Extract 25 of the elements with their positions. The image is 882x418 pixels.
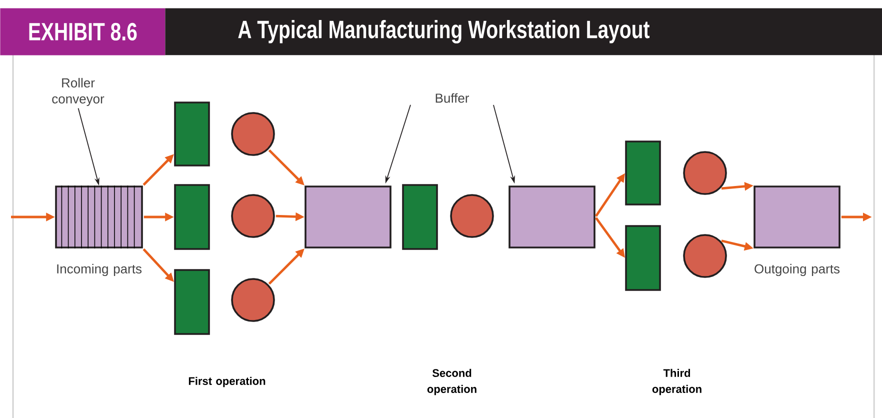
machine-bar: [174, 102, 210, 166]
machine-bar: [174, 184, 210, 250]
worker-circle: [231, 112, 275, 156]
machine-bar: [402, 184, 438, 250]
worker-circle: [683, 234, 727, 278]
worker-circle: [231, 278, 275, 322]
part-label: Incoming parts: [57, 264, 142, 276]
operation-label: Second operation: [427, 368, 476, 396]
operation-label: Third operation: [652, 368, 702, 396]
title-bar: A Typical Manufacturing Workstation Layout: [165, 8, 882, 56]
buffer-box: [304, 186, 392, 248]
machine-bar: [174, 269, 210, 335]
buffer-box: [754, 186, 840, 248]
exhibit-tag: EXHIBIT 8.6: [0, 8, 166, 56]
machine-bar: [625, 140, 661, 206]
roller-conveyor: [55, 185, 143, 249]
machine-bar: [625, 225, 661, 291]
callout-text: Buffer: [436, 93, 470, 103]
buffer-box: [508, 186, 596, 248]
worker-circle: [450, 194, 494, 238]
worker-circle: [231, 194, 275, 238]
operation-label: First operation: [188, 376, 266, 388]
part-label: Outgoing parts: [754, 264, 840, 276]
worker-circle: [683, 151, 727, 195]
callout-text: Roller conveyor: [52, 78, 104, 106]
